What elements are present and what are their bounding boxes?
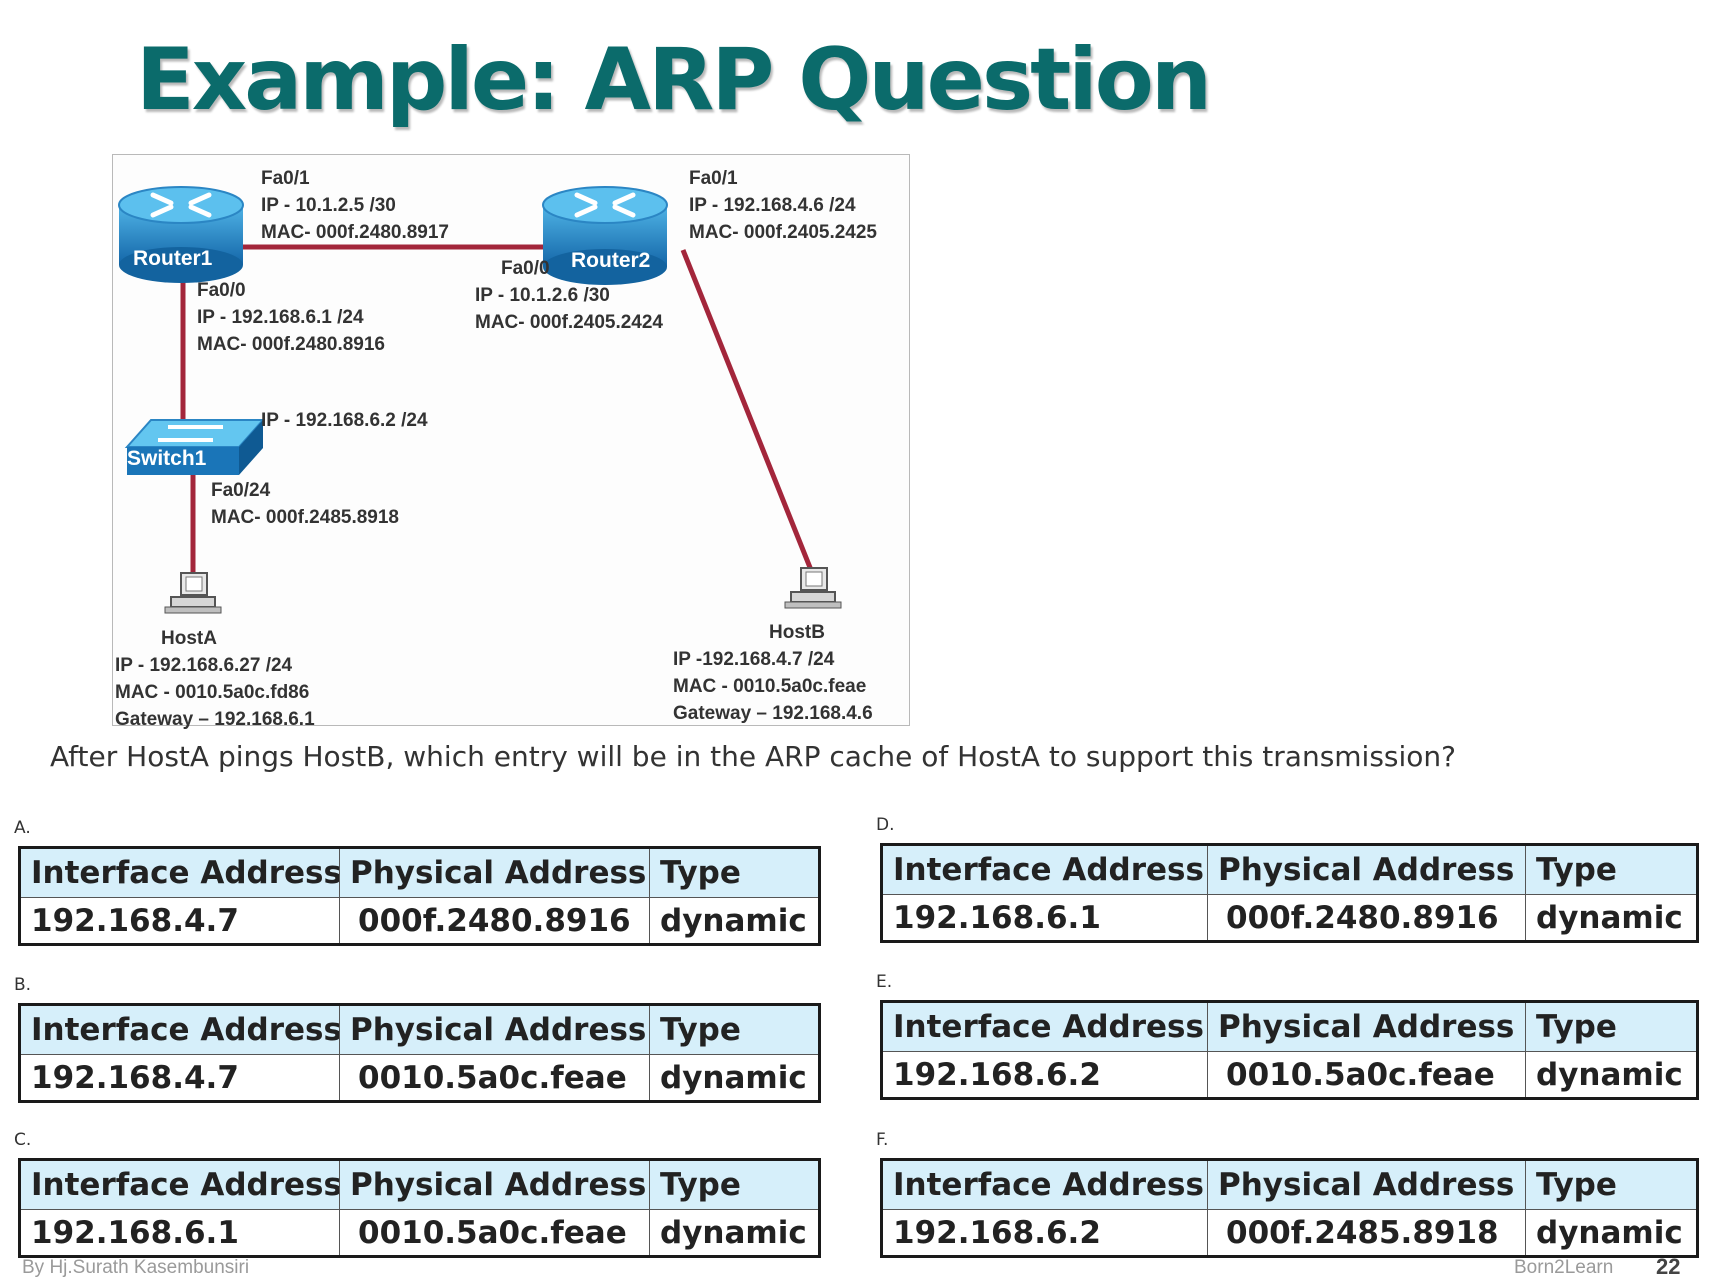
interface-address-cell: 192.168.6.1	[19, 1209, 340, 1257]
switch1-label: Switch1	[127, 447, 207, 470]
interface-address-cell: 192.168.6.2	[881, 1051, 1208, 1099]
arp-table: Interface Address Physical Address Type …	[18, 1003, 821, 1103]
table-header-row: Interface Address Physical Address Type	[19, 1004, 820, 1055]
column-interface-address: Interface Address	[19, 1159, 340, 1210]
type-cell: dynamic	[1525, 894, 1698, 942]
hosta-computer-icon[interactable]	[164, 572, 222, 614]
table-header-row: Interface Address Physical Address Type	[881, 844, 1698, 895]
router2-label: Router2	[571, 249, 651, 272]
interface-address-cell: 192.168.6.2	[881, 1209, 1208, 1257]
router1-label: Router1	[133, 247, 213, 270]
column-type: Type	[649, 847, 820, 898]
type-cell: dynamic	[649, 897, 820, 945]
table-row: 192.168.4.7 000f.2480.8916 dynamic	[19, 897, 820, 945]
column-physical-address: Physical Address	[1207, 1001, 1526, 1052]
router1-fa00-label: Fa0/0 IP - 192.168.6.1 /24 MAC- 000f.248…	[197, 280, 385, 355]
column-type: Type	[649, 1159, 820, 1210]
arp-table: Interface Address Physical Address Type …	[18, 846, 821, 946]
router2-fa01-label: Fa0/1 IP - 192.168.4.6 /24 MAC- 000f.240…	[689, 168, 877, 243]
column-physical-address: Physical Address	[339, 1004, 650, 1055]
column-interface-address: Interface Address	[881, 844, 1208, 895]
column-type: Type	[649, 1004, 820, 1055]
option-letter: D.	[876, 815, 895, 835]
switch1-icon[interactable]	[124, 419, 266, 475]
physical-address-cell: 000f.2480.8916	[1207, 894, 1526, 942]
network-topology-diagram: Router1 Router2 Switch1 Fa0/1 IP - 10.1.…	[112, 154, 910, 730]
router1-fa01-label: Fa0/1 IP - 10.1.2.5 /30 MAC- 000f.2480.8…	[261, 168, 449, 243]
type-cell: dynamic	[649, 1054, 820, 1102]
column-physical-address: Physical Address	[1207, 844, 1526, 895]
option-letter: A.	[14, 818, 31, 838]
interface-address-cell: 192.168.4.7	[19, 1054, 340, 1102]
type-cell: dynamic	[649, 1209, 820, 1257]
footer-page-number: 22	[1656, 1254, 1681, 1279]
table-header-row: Interface Address Physical Address Type	[881, 1159, 1698, 1210]
column-interface-address: Interface Address	[881, 1159, 1208, 1210]
table-row: 192.168.6.2 0010.5a0c.feae dynamic	[881, 1051, 1698, 1099]
router2-icon[interactable]	[542, 186, 668, 285]
column-interface-address: Interface Address	[19, 847, 340, 898]
column-interface-address: Interface Address	[881, 1001, 1208, 1052]
option-letter: E.	[876, 972, 893, 992]
option-letter: B.	[14, 975, 32, 995]
table-row: 192.168.4.7 0010.5a0c.feae dynamic	[19, 1054, 820, 1102]
physical-address-cell: 0010.5a0c.feae	[339, 1054, 650, 1102]
question-text: After HostA pings HostB, which entry wil…	[50, 740, 1457, 773]
interface-address-cell: 192.168.6.1	[881, 894, 1208, 942]
arp-table: Interface Address Physical Address Type …	[880, 1000, 1699, 1100]
switch1-ip-label: IP - 192.168.6.2 /24	[261, 410, 428, 431]
hosta-label: HostA IP - 192.168.6.27 /24 MAC - 0010.5…	[115, 628, 315, 730]
physical-address-cell: 000f.2485.8918	[1207, 1209, 1526, 1257]
column-type: Type	[1525, 844, 1698, 895]
arp-table: Interface Address Physical Address Type …	[880, 1158, 1699, 1258]
hostb-computer-icon[interactable]	[784, 567, 842, 609]
arp-table: Interface Address Physical Address Type …	[880, 843, 1699, 943]
table-row: 192.168.6.1 000f.2480.8916 dynamic	[881, 894, 1698, 942]
column-type: Type	[1525, 1001, 1698, 1052]
footer-author: By Hj.Surath Kasembunsiri	[22, 1257, 250, 1278]
router1-icon[interactable]	[118, 186, 244, 283]
option-letter: F.	[876, 1130, 889, 1150]
slide-title: Example: ARP Question	[136, 30, 1212, 130]
switch1-fa024-label: Fa0/24 MAC- 000f.2485.8918	[211, 480, 399, 528]
column-type: Type	[1525, 1159, 1698, 1210]
topology-drawing	[118, 186, 842, 614]
column-physical-address: Physical Address	[1207, 1159, 1526, 1210]
column-interface-address: Interface Address	[19, 1004, 340, 1055]
table-header-row: Interface Address Physical Address Type	[19, 1159, 820, 1210]
table-header-row: Interface Address Physical Address Type	[881, 1001, 1698, 1052]
physical-address-cell: 0010.5a0c.feae	[1207, 1051, 1526, 1099]
type-cell: dynamic	[1525, 1051, 1698, 1099]
option-letter: C.	[14, 1130, 32, 1150]
link-router2-hostb	[680, 249, 816, 576]
table-row: 192.168.6.2 000f.2485.8918 dynamic	[881, 1209, 1698, 1257]
arp-table: Interface Address Physical Address Type …	[18, 1158, 821, 1258]
footer-brand: Born2Learn	[1514, 1257, 1614, 1278]
interface-address-cell: 192.168.4.7	[19, 897, 340, 945]
column-physical-address: Physical Address	[339, 1159, 650, 1210]
router2-fa00-label: Fa0/0 IP - 10.1.2.6 /30 MAC- 000f.2405.2…	[475, 258, 663, 333]
table-row: 192.168.6.1 0010.5a0c.feae dynamic	[19, 1209, 820, 1257]
column-physical-address: Physical Address	[339, 847, 650, 898]
type-cell: dynamic	[1525, 1209, 1698, 1257]
table-header-row: Interface Address Physical Address Type	[19, 847, 820, 898]
physical-address-cell: 000f.2480.8916	[339, 897, 650, 945]
physical-address-cell: 0010.5a0c.feae	[339, 1209, 650, 1257]
hostb-label: HostB IP -192.168.4.7 /24 MAC - 0010.5a0…	[673, 622, 873, 724]
